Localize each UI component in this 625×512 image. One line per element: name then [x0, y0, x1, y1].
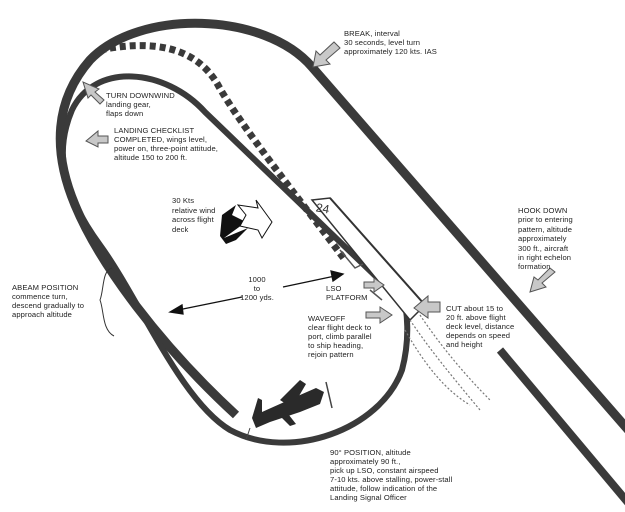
label-line: commence turn, — [12, 291, 68, 301]
label-line: prior to entering — [518, 215, 573, 225]
label-line: approximately 90 ft., — [330, 456, 401, 466]
label-line: 30 seconds, level turn — [344, 37, 421, 47]
label-line: deck — [172, 224, 189, 234]
label-turn-downwind: TURN DOWNWIND landing gear, flaps down — [106, 91, 175, 119]
cut-arrow-icon — [413, 294, 441, 319]
label-hook-down: HOOK DOWN prior to entering pattern, alt… — [518, 206, 573, 272]
label-line: TURN DOWNWIND — [106, 91, 175, 100]
turn-downwind-arrow-icon — [82, 81, 105, 105]
label-line: descend gradually to — [12, 300, 85, 310]
label-line: to ship heading, — [308, 340, 364, 350]
break-turn-dashed-path — [99, 42, 348, 263]
label-line: 300 ft., aircraft — [518, 243, 569, 253]
lso-arrow-icon — [363, 277, 385, 293]
label-line: formation — [518, 262, 551, 272]
label-distance: 1000 to 1200 yds. — [236, 275, 278, 303]
hook-down-arrow-icon — [529, 267, 556, 293]
airplane-icon — [245, 380, 333, 441]
label-line: clear flight deck to — [308, 322, 372, 332]
label-line: 90° POSITION, altitude — [330, 448, 411, 457]
label-line: landing gear, — [106, 99, 151, 109]
label-line: pick up LSO, constant airspeed — [330, 465, 439, 475]
label-break: BREAK, interval 30 seconds, level turn a… — [344, 29, 437, 57]
label-line: 1000 — [248, 275, 266, 284]
label-line: BREAK, interval — [344, 29, 400, 38]
abeam-brace — [99, 267, 115, 337]
label-90-position: 90° POSITION, altitude approximately 90 … — [330, 448, 453, 502]
distance-arrow — [168, 270, 345, 315]
label-line: to — [253, 283, 261, 293]
label-line: LANDING CHECKLIST — [114, 126, 195, 135]
label-line: 30 Kts — [172, 196, 195, 205]
label-landing-checklist: LANDING CHECKLIST COMPLETED, wings level… — [114, 126, 218, 163]
wind-arrow-icon — [220, 199, 273, 244]
label-line: deck level, distance — [446, 321, 515, 331]
ship-number: 24 — [315, 200, 331, 216]
label-line: approximately — [518, 234, 567, 244]
label-line: 7-10 kts. above stalling, power-stall — [330, 474, 453, 484]
label-line: HOOK DOWN — [518, 206, 568, 215]
label-line: ABEAM POSITION — [12, 283, 79, 292]
label-wind: 30 Kts relative wind across flight deck — [172, 196, 216, 234]
label-line: power on, three-point attitude, — [114, 143, 218, 153]
label-waveoff: WAVEOFF clear flight deck to port, climb… — [308, 314, 372, 360]
break-arrow-icon — [312, 41, 341, 68]
label-line: Landing Signal Officer — [330, 492, 407, 502]
label-line: and height — [446, 339, 483, 349]
label-abeam: ABEAM POSITION commence turn, descend gr… — [12, 283, 85, 320]
ship-wake — [404, 314, 491, 411]
label-line: flaps down — [106, 108, 144, 118]
label-line: depends on speed — [446, 330, 511, 340]
waveoff-arrow-icon — [365, 306, 393, 324]
label-line: altitude 150 to 200 ft. — [114, 152, 188, 162]
label-line: relative wind — [172, 205, 216, 215]
label-line: PLATFORM — [326, 292, 368, 302]
label-line: LSO — [326, 284, 342, 293]
label-line: COMPLETED, wings level, — [114, 134, 208, 144]
label-line: approach altitude — [12, 309, 72, 319]
label-line: approximately 120 kts. IAS — [344, 46, 437, 56]
label-line: CUT about 15 to — [446, 304, 504, 313]
label-line: in right echelon — [518, 253, 572, 263]
landing-checklist-arrow-icon — [85, 129, 109, 148]
label-line: across flight — [172, 215, 214, 224]
label-line: 1200 yds. — [240, 292, 274, 302]
label-lso-platform: LSO PLATFORM — [326, 284, 368, 303]
label-line: port, climb parallel — [308, 331, 372, 341]
label-line: rejoin pattern — [308, 349, 354, 359]
label-line: WAVEOFF — [308, 314, 346, 323]
label-line: attitude, follow indication of the — [330, 483, 438, 493]
departure-track — [496, 347, 625, 506]
label-cut: CUT about 15 to 20 ft. above flight deck… — [446, 304, 515, 350]
label-line: pattern, altitude — [518, 224, 573, 234]
label-line: 20 ft. above flight — [446, 312, 506, 322]
